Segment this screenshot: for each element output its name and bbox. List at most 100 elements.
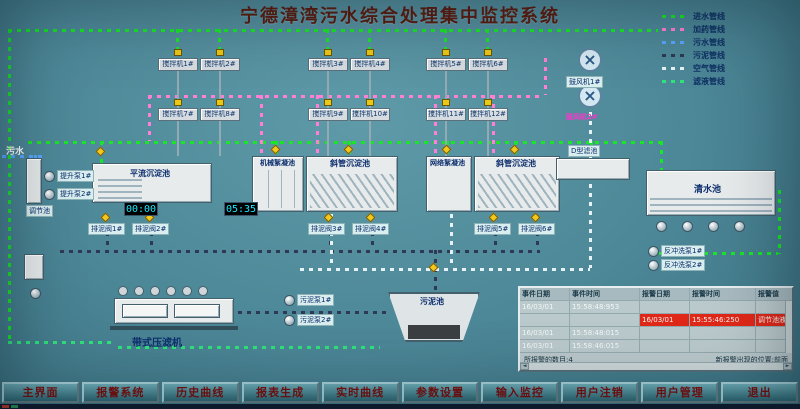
mixer-box[interactable]: 搅拌机9# [308,108,348,121]
valve-label: 排泥阀2# [132,223,170,235]
pipe-dosing-drop [492,95,495,156]
sludge-pipe-swatch-icon [662,54,688,57]
tank-tube-pattern [310,174,394,208]
mixer-box[interactable]: 搅拌机2# [200,58,240,71]
sewage-pipe-swatch-icon [662,41,688,44]
btn-report-generate[interactable]: 报表生成 [241,382,319,403]
btn-exit[interactable]: 退出 [721,382,799,403]
pump-icon[interactable] [284,295,295,306]
btn-input-monitor[interactable]: 输入监控 [481,382,559,403]
motor-icon [484,49,492,56]
pump-icon[interactable] [30,288,41,299]
press-roller-icon [182,286,192,296]
legend-row: 污水管线 [662,36,796,49]
alarm-row[interactable]: 16/03/01 15:58:48:015 [520,327,792,340]
pump-label: 反冲洗泵2# [661,259,706,271]
btn-user-manage[interactable]: 用户管理 [641,382,719,403]
pipe-dosing-drop [316,95,319,156]
btn-realtime-curve[interactable]: 实时曲线 [321,382,399,403]
motor-icon [174,49,182,56]
pump-icon[interactable] [284,315,295,326]
mixer-box[interactable]: 搅拌机12# [468,108,508,121]
motor-icon [366,49,374,56]
mixer-box[interactable]: 搅拌机7# [158,108,198,121]
mixer-box[interactable]: 搅拌机11# [426,108,466,121]
pump-icon[interactable] [656,221,667,232]
alarm-row-active[interactable]: 16/03/01 15:55:46:250 调节池液位 [520,314,792,327]
pipe-segment [326,29,329,49]
valve-label: 排泥阀5# [474,223,512,235]
tank-label: 污泥池 [420,297,444,306]
valve-icon[interactable] [488,212,499,223]
mixer-box[interactable]: 搅拌机1# [158,58,198,71]
alarm-table: 事件日期 事件时间 报警日期 报警时间 报警值 16/03/01 15:58:4… [518,286,794,372]
pipe-dosing-drop [148,95,151,141]
mixer-box[interactable]: 搅拌机8# [200,108,240,121]
alarm-row[interactable]: 16/03/01 15:58:48:953 [520,301,792,314]
scroll-right-icon[interactable]: ► [783,363,792,370]
btn-history-curve[interactable]: 历史曲线 [161,382,239,403]
press-roller-icon [198,286,208,296]
alarm-col-header: 报警值 [756,288,792,300]
mixer-box[interactable]: 搅拌机3# [308,58,348,71]
btn-user-logout[interactable]: 用户注销 [561,382,639,403]
pipe-inlet-top [8,29,658,32]
pipe-dosing-feed [544,58,547,95]
alarm-cell: 调节池液位 [756,314,792,326]
valve-icon[interactable] [100,212,111,223]
pipe-sludge-drain [494,232,497,250]
pump-label: 污泥泵1# [297,294,335,306]
valve-icon[interactable] [343,144,354,155]
pump-icon[interactable] [44,189,55,200]
mixer-box[interactable]: 搅拌机5# [426,58,466,71]
pipe-segment [218,29,221,49]
blower-fan-icon[interactable] [578,48,602,72]
table-scrollbar-horizontal[interactable]: ◄ ► [520,362,792,370]
air-pipe-swatch-icon [662,67,688,70]
pump-icon[interactable] [648,260,659,271]
tank-label: 平流沉淀池 [130,169,170,178]
alarm-row[interactable]: 16/03/01 15:58:46:015 [520,340,792,353]
alarm-cell [570,314,640,326]
mixer-box[interactable]: 搅拌机6# [468,58,508,71]
valve-icon[interactable] [509,144,520,155]
pump-icon[interactable] [734,221,745,232]
taskbar-item[interactable] [2,405,9,408]
alarm-cell: 16/03/01 [640,314,690,326]
valve-icon[interactable] [530,212,541,223]
pump-icon[interactable] [708,221,719,232]
btn-main-screen[interactable]: 主界面 [2,382,79,403]
pipe-segment [176,29,179,49]
pipe-sludge-drain [106,232,109,250]
alarm-col-header: 事件时间 [570,288,640,300]
valve-icon[interactable] [365,212,376,223]
alarm-table-footer: 所报警的数目:4 新报警出现的位置:前面 [520,353,792,367]
pump-icon[interactable] [44,171,55,182]
motor-icon [324,49,332,56]
pipe-sludge-drain [371,232,374,250]
pump-icon[interactable] [648,246,659,257]
tank-label: 网络絮凝池 [430,159,465,167]
btn-alarm-system[interactable]: 报警系统 [81,382,159,403]
tank-label-chip: D型滤池 [568,145,601,157]
pipe-segment [444,29,447,49]
pump-icon[interactable] [682,221,693,232]
valve-icon[interactable] [95,146,106,157]
btn-param-settings[interactable]: 参数设置 [401,382,479,403]
pipe-tank-inlet [660,141,663,170]
mixer-box[interactable]: 搅拌机10# [350,108,390,121]
valve-icon[interactable] [441,144,452,155]
taskbar-item[interactable] [11,405,18,408]
press-base [110,326,238,330]
tank-grid-flocculation [426,156,472,212]
motor-icon [442,49,450,56]
table-scrollbar-vertical[interactable] [785,301,792,353]
legend-label: 加药管线 [693,25,725,34]
mixer-box[interactable]: 搅拌机4# [350,58,390,71]
tank-d-filter [556,158,630,180]
pipe-sludge-drain [150,232,153,250]
scroll-left-icon[interactable]: ◄ [520,363,529,370]
alarm-cell [640,327,690,339]
dosing-pipe-swatch-icon [662,28,688,31]
valve-icon[interactable] [270,144,281,155]
